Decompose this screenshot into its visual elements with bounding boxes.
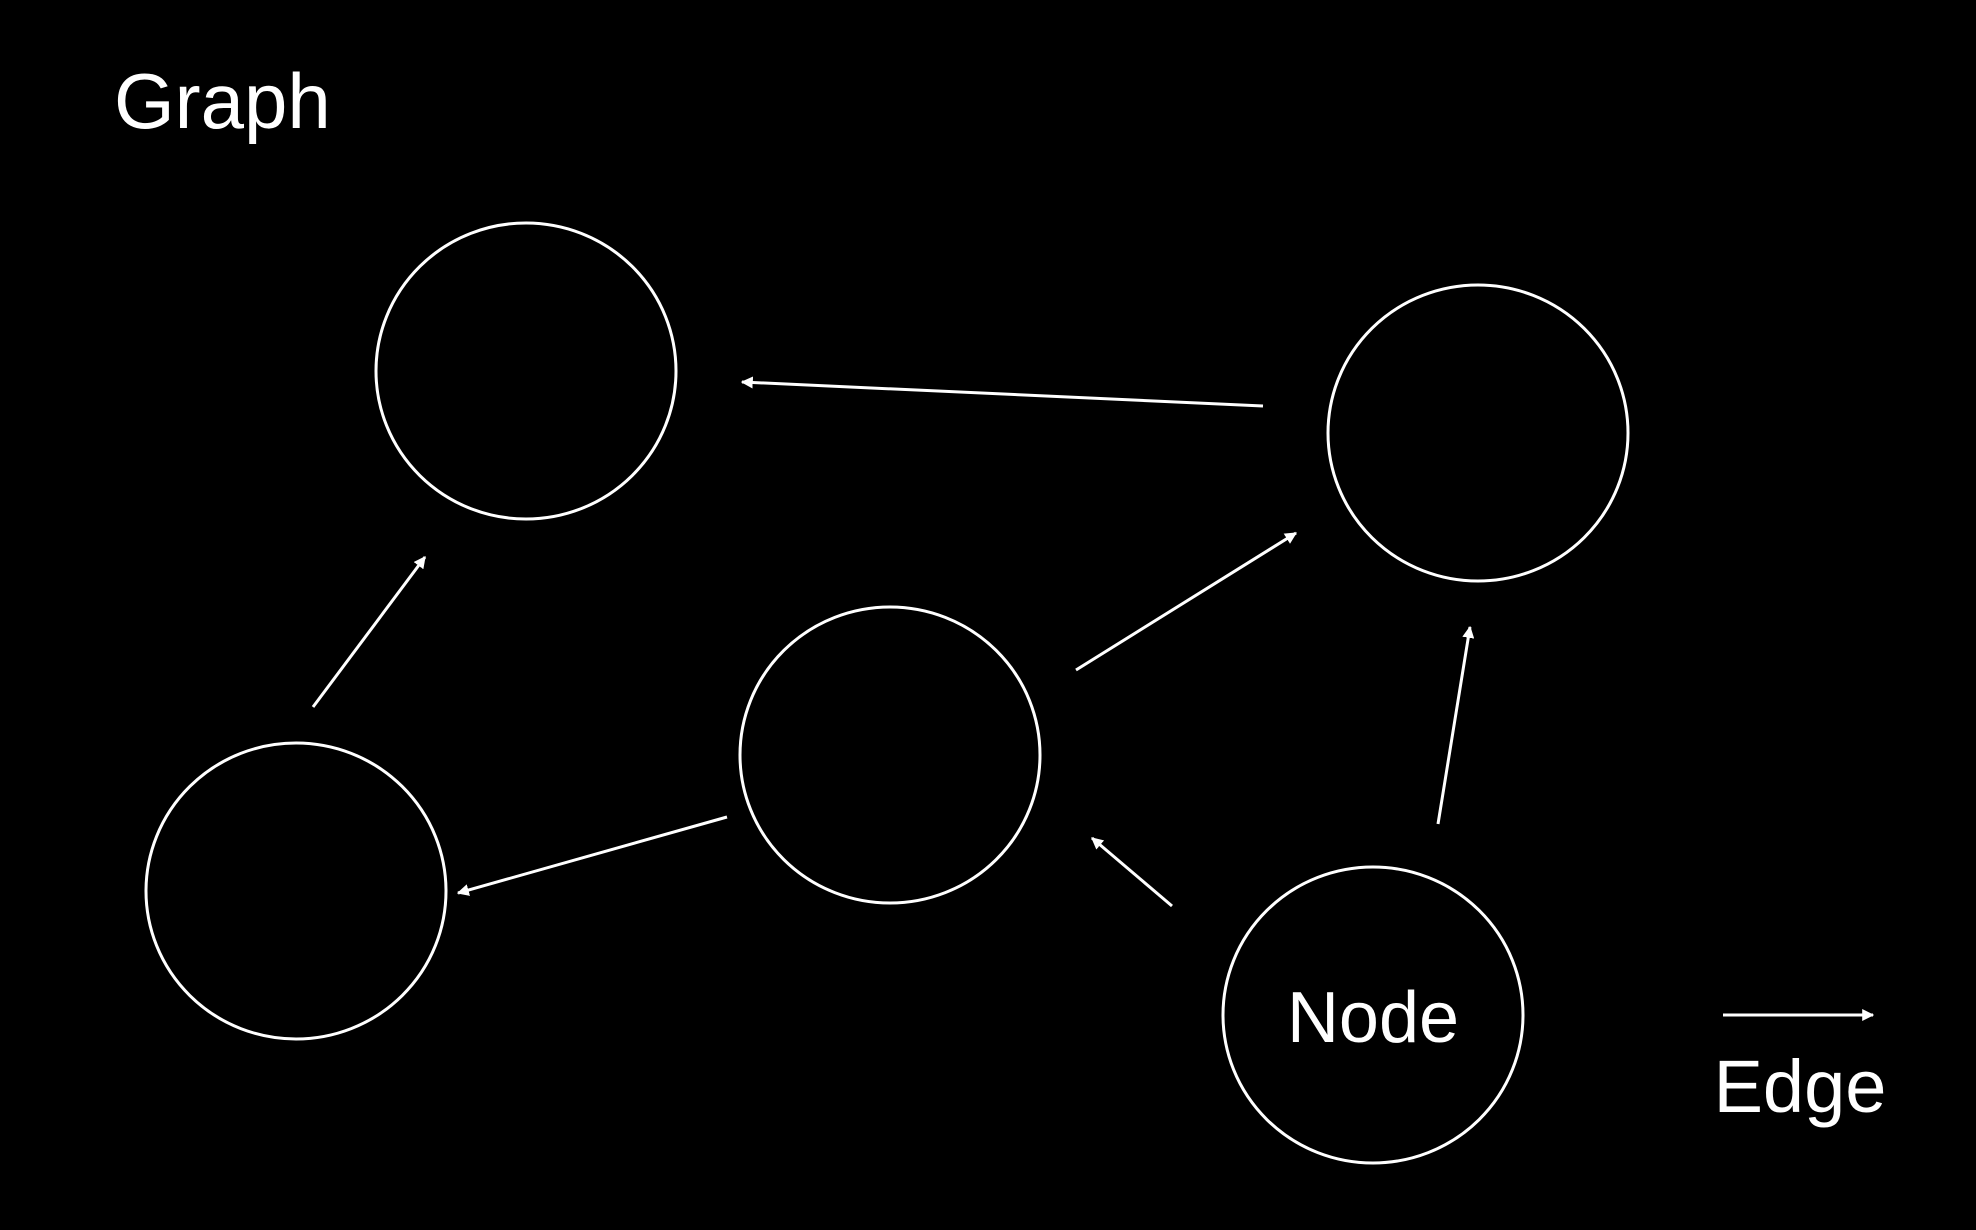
edge-bottom-right-to-center <box>1091 836 1173 908</box>
node-top-right <box>1326 283 1630 583</box>
page-title: Graph <box>114 57 331 145</box>
node-bottom-left <box>144 741 448 1041</box>
node-center <box>738 605 1042 905</box>
edge-bottom-left-to-top-left <box>311 556 427 708</box>
node-top-left <box>374 221 678 521</box>
node-label: Node <box>1287 978 1459 1058</box>
node-bottom-right <box>1221 865 1525 1165</box>
edge-center-to-top-right <box>1075 531 1298 672</box>
edge-bottom-right-to-top-right <box>1436 625 1475 825</box>
edge-center-to-bottom-left <box>456 815 728 896</box>
edge-top-right-to-top-left <box>740 376 1264 408</box>
legend-edge-label: Edge <box>1713 1045 1887 1128</box>
